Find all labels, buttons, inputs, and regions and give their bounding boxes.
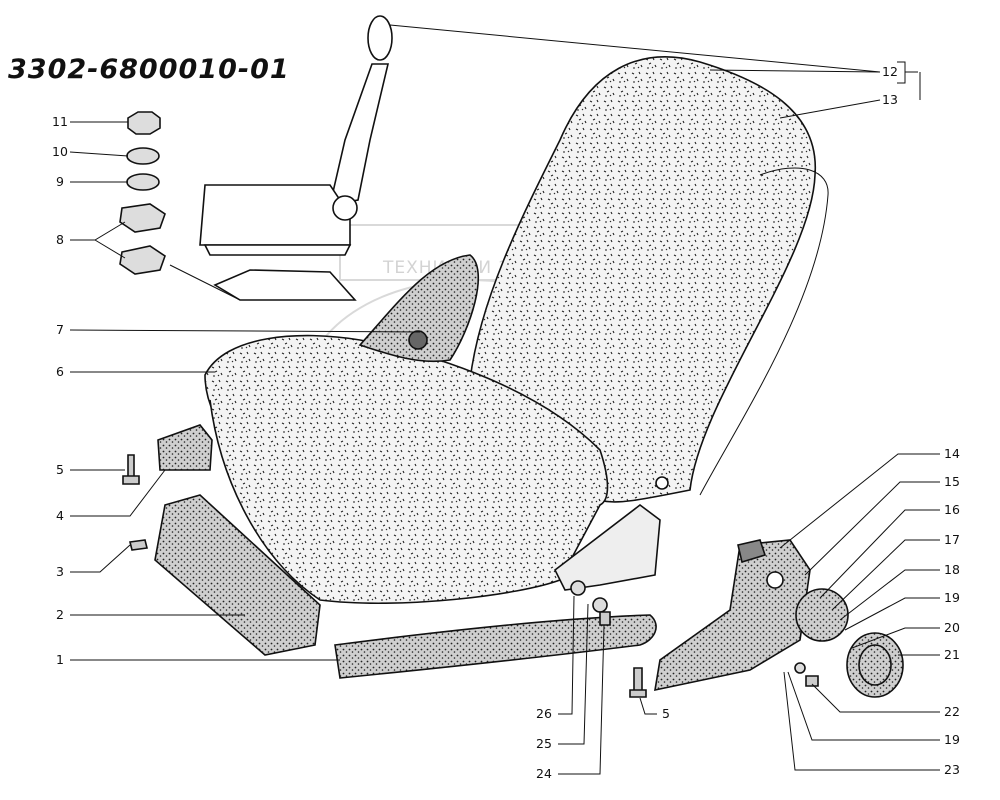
seat-side-view-inset xyxy=(169,15,393,301)
callout-labels: 12 13 11 10 9 8 7 6 5 4 3 2 1 14 15 16 1… xyxy=(52,64,960,781)
recline-knob-inset xyxy=(332,195,358,221)
callout-23: 23 xyxy=(944,762,960,777)
bolt-3 xyxy=(129,539,148,551)
washer-10 xyxy=(126,147,160,165)
bolt-24 xyxy=(599,611,611,626)
square-washer-8b xyxy=(119,245,166,275)
diagram-title: 3302-6800010-01 xyxy=(8,54,290,85)
side-cover-2 xyxy=(154,494,321,656)
callout-19b: 19 xyxy=(944,732,960,747)
callout-10: 10 xyxy=(52,144,68,159)
callout-5a: 5 xyxy=(56,462,64,477)
bolt-5b xyxy=(629,667,647,698)
washer-22 xyxy=(794,662,806,674)
rail-trim-1 xyxy=(334,614,657,679)
callout-11: 11 xyxy=(52,114,68,129)
callout-14: 14 xyxy=(944,446,960,461)
recline-handle-7 xyxy=(358,254,479,363)
washer-9 xyxy=(126,173,160,191)
callout-1: 1 xyxy=(56,652,64,667)
front-bracket-4 xyxy=(157,424,213,471)
callout-9: 9 xyxy=(56,174,64,189)
callout-4: 4 xyxy=(56,508,64,523)
callout-15: 15 xyxy=(944,474,960,489)
callout-7: 7 xyxy=(56,322,64,337)
callout-25: 25 xyxy=(536,736,552,751)
cover-21 xyxy=(846,632,904,698)
washer-26 xyxy=(570,580,586,596)
square-washer-8a xyxy=(119,203,166,233)
callout-8: 8 xyxy=(56,232,64,247)
callout-5b: 5 xyxy=(662,706,670,721)
callout-19a: 19 xyxy=(944,590,960,605)
callout-18: 18 xyxy=(944,562,960,577)
callout-13: 13 xyxy=(882,92,898,107)
callout-24: 24 xyxy=(536,766,552,781)
callout-21: 21 xyxy=(944,647,960,662)
leader-lines xyxy=(69,24,940,775)
screw-23 xyxy=(805,675,819,687)
hinge-bracket xyxy=(553,503,661,591)
nut-11 xyxy=(127,111,161,135)
fasteners-stack xyxy=(119,111,166,275)
callout-26: 26 xyxy=(536,706,552,721)
callout-17: 17 xyxy=(944,532,960,547)
callout-12: 12 xyxy=(882,64,898,79)
callout-22: 22 xyxy=(944,704,960,719)
headrest-inset xyxy=(367,15,393,61)
callout-6: 6 xyxy=(56,364,64,379)
callout-3: 3 xyxy=(56,564,64,579)
washer-25 xyxy=(592,597,608,613)
recline-plate-14 xyxy=(654,539,811,692)
callout-16: 16 xyxy=(944,502,960,517)
callout-2: 2 xyxy=(56,607,64,622)
bolt-5 xyxy=(122,454,140,485)
pin-15 xyxy=(737,539,767,564)
callout-20: 20 xyxy=(944,620,960,635)
seat-backrest xyxy=(469,56,816,503)
mechanism-disc-17 xyxy=(795,588,849,642)
